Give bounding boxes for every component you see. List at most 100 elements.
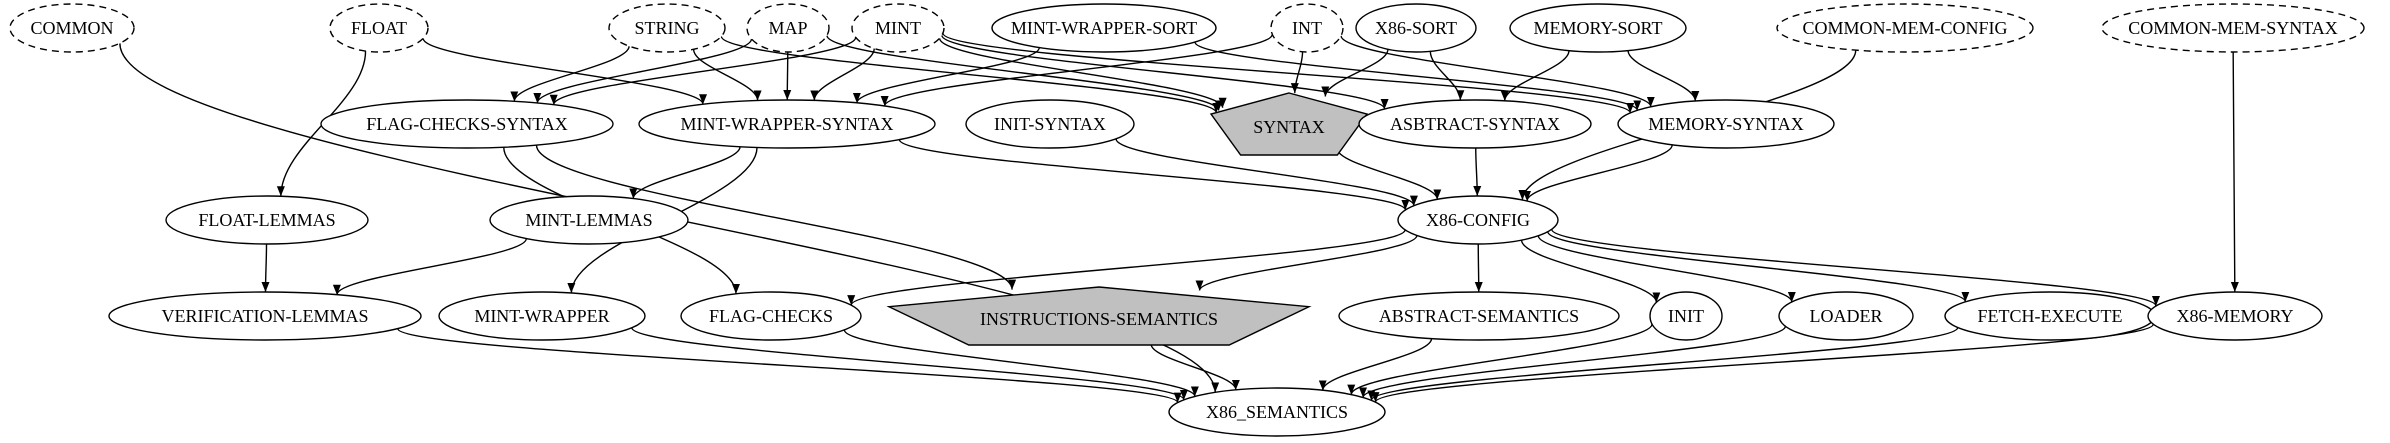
edge-syntax-to-x86-config	[1336, 148, 1442, 200]
edge-loader-to-x86-semantics	[1359, 325, 1787, 398]
node-instructions-semantics[interactable]: INSTRUCTIONS-SEMANTICS	[886, 286, 1312, 346]
node-shape-syntax	[1209, 92, 1369, 156]
edge-flag-checks-to-x86-semantics	[843, 329, 1199, 397]
node-mint-wrapper-sort[interactable]: MINT-WRAPPER-SORT	[991, 3, 1217, 53]
edge-x86-config-to-instructions-semantics	[1195, 235, 1418, 291]
node-shape-mint-wrapper-syntax	[638, 99, 936, 149]
node-shape-x86-semantics	[1168, 387, 1386, 437]
node-x86-memory[interactable]: X86-MEMORY	[2147, 291, 2323, 341]
node-label-fetch-execute: FETCH-EXECUTE	[1978, 306, 2123, 326]
edge-mint-to-syntax	[938, 37, 1227, 108]
node-shape-string	[608, 3, 726, 53]
node-shape-flag-checks-syntax	[320, 99, 614, 149]
node-label-mint-wrapper-syntax: MINT-WRAPPER-SYNTAX	[681, 114, 894, 134]
node-label-float-lemmas: FLOAT-LEMMAS	[198, 210, 335, 230]
node-label-x86-memory: X86-MEMORY	[2176, 306, 2293, 326]
edge-float-to-mint-wrapper-syntax	[422, 38, 707, 105]
node-shape-x86-memory	[2147, 291, 2323, 341]
node-shape-memory-syntax	[1617, 99, 1835, 149]
node-map[interactable]: MAP	[746, 3, 830, 53]
node-label-memory-syntax: MEMORY-SYNTAX	[1648, 114, 1804, 134]
node-mint[interactable]: MINT	[851, 3, 945, 53]
node-label-instructions-semantics: INSTRUCTIONS-SEMANTICS	[980, 309, 1218, 329]
edge-mint-to-memory-syntax	[942, 32, 1635, 114]
edge-x86-config-to-fetch-execute	[1547, 231, 1970, 303]
node-mint-wrapper-syntax[interactable]: MINT-WRAPPER-SYNTAX	[638, 99, 936, 149]
node-x86-config[interactable]: X86-CONFIG	[1397, 195, 1559, 245]
edge-x86-config-to-flag-checks	[847, 229, 1406, 306]
edge-x86-config-to-abstract-semantics	[1474, 243, 1483, 293]
node-x86-sort[interactable]: X86-SORT	[1355, 3, 1477, 53]
edge-asbtract-syntax-to-x86-config	[1473, 147, 1482, 197]
node-common-mem-config[interactable]: COMMON-MEM-CONFIG	[1776, 3, 2034, 53]
node-shape-mint-lemmas	[489, 195, 689, 245]
node-shape-map	[746, 3, 830, 53]
node-asbtract-syntax[interactable]: ASBTRACT-SYNTAX	[1358, 99, 1592, 149]
node-common[interactable]: COMMON	[9, 3, 135, 53]
edge-fetch-execute-to-x86-semantics	[1367, 326, 1959, 401]
node-memory-sort[interactable]: MEMORY-SORT	[1509, 3, 1687, 53]
node-label-x86-sort: X86-SORT	[1375, 18, 1457, 38]
edge-mint-wrapper-syntax-to-mint-lemmas	[629, 146, 741, 199]
edge-mint-to-flag-checks-syntax	[549, 37, 857, 106]
node-shape-mint-wrapper	[438, 291, 646, 341]
node-float-lemmas[interactable]: FLOAT-LEMMAS	[165, 195, 369, 245]
node-loader[interactable]: LOADER	[1778, 291, 1914, 341]
edge-x86-config-to-x86-memory	[1550, 228, 2160, 307]
node-mint-wrapper[interactable]: MINT-WRAPPER	[438, 291, 646, 341]
node-verification-lemmas[interactable]: VERIFICATION-LEMMAS	[108, 291, 422, 341]
node-label-mint-lemmas: MINT-LEMMAS	[525, 210, 652, 230]
node-shape-init	[1649, 291, 1723, 341]
edge-map-to-syntax	[826, 35, 1223, 111]
node-init-syntax[interactable]: INIT-SYNTAX	[965, 99, 1135, 149]
edge-mint-to-mint-wrapper-syntax	[810, 48, 875, 101]
node-memory-syntax[interactable]: MEMORY-SYNTAX	[1617, 99, 1835, 149]
node-label-syntax: SYNTAX	[1253, 117, 1325, 137]
edge-mint-wrapper-to-x86-semantics	[631, 327, 1188, 401]
edge-flag-checks-syntax-to-instructions-semantics	[535, 145, 1017, 290]
node-string[interactable]: STRING	[608, 3, 726, 53]
edge-mint-lemmas-to-verification-lemmas	[332, 238, 528, 295]
node-label-flag-checks-syntax: FLAG-CHECKS-SYNTAX	[366, 114, 568, 134]
node-int[interactable]: INT	[1270, 3, 1344, 53]
node-float[interactable]: FLOAT	[329, 3, 429, 53]
node-label-common: COMMON	[30, 18, 113, 38]
node-label-init-syntax: INIT-SYNTAX	[994, 114, 1106, 134]
edge-init-to-x86-semantics	[1347, 323, 1653, 395]
edge-verification-lemmas-to-x86-semantics	[397, 327, 1182, 404]
node-init[interactable]: INIT	[1649, 291, 1723, 341]
node-label-float: FLOAT	[351, 18, 407, 38]
node-flag-checks-syntax[interactable]: FLAG-CHECKS-SYNTAX	[320, 99, 614, 149]
node-shape-init-syntax	[965, 99, 1135, 149]
node-label-common-mem-config: COMMON-MEM-CONFIG	[1802, 18, 2007, 38]
edge-mint-wrapper-syntax-to-x86-config	[898, 138, 1410, 211]
node-shape-memory-sort	[1509, 3, 1687, 53]
node-label-x86-semantics: X86_SEMANTICS	[1206, 402, 1348, 422]
node-label-x86-config: X86-CONFIG	[1426, 210, 1530, 230]
edge-common-mem-syntax-to-x86-memory	[2230, 51, 2239, 293]
node-abstract-semantics[interactable]: ABSTRACT-SEMANTICS	[1338, 291, 1620, 341]
node-x86-semantics[interactable]: X86_SEMANTICS	[1168, 387, 1386, 437]
node-shape-mint-wrapper-sort	[991, 3, 1217, 53]
node-label-verification-lemmas: VERIFICATION-LEMMAS	[162, 306, 369, 326]
node-label-flag-checks: FLAG-CHECKS	[709, 306, 833, 326]
edge-memory-sort-to-memory-syntax	[1627, 50, 1700, 102]
node-shape-common-mem-config	[1776, 3, 2034, 53]
node-label-loader: LOADER	[1810, 306, 1883, 326]
node-syntax[interactable]: SYNTAX	[1209, 92, 1369, 156]
nodes: COMMON FLOAT STRING MAP MINT MINT-WRAPPER-SOR…	[9, 3, 2365, 437]
edge-string-to-mint-wrapper-syntax	[692, 49, 762, 101]
node-shape-int	[1270, 3, 1344, 53]
node-label-abstract-semantics: ABSTRACT-SEMANTICS	[1379, 306, 1579, 326]
node-label-memory-sort: MEMORY-SORT	[1534, 18, 1663, 38]
node-shape-float	[329, 3, 429, 53]
node-common-mem-syntax[interactable]: COMMON-MEM-SYNTAX	[2101, 3, 2365, 53]
node-flag-checks[interactable]: FLAG-CHECKS	[680, 291, 862, 341]
node-shape-x86-config	[1397, 195, 1559, 245]
node-mint-lemmas[interactable]: MINT-LEMMAS	[489, 195, 689, 245]
node-label-mint-wrapper-sort: MINT-WRAPPER-SORT	[1011, 18, 1197, 38]
edge-int-to-mint-wrapper-syntax	[880, 34, 1274, 107]
node-fetch-execute[interactable]: FETCH-EXECUTE	[1944, 291, 2156, 341]
edge-init-syntax-to-x86-config	[1115, 138, 1418, 206]
